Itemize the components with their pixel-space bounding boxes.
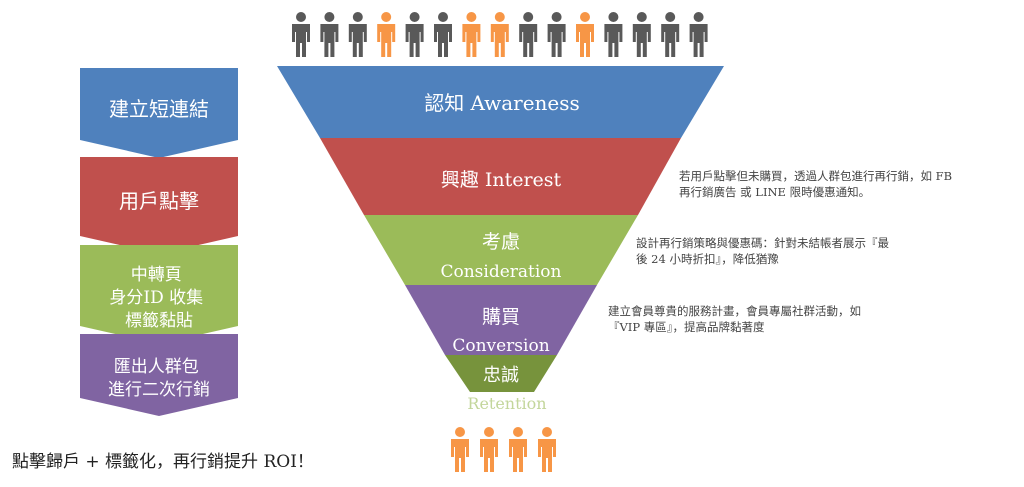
person-icon bbox=[320, 12, 339, 57]
process-step-export-audience: 匯出人群包 進行二次行銷 bbox=[80, 334, 238, 416]
stage-notes: 若用戶點擊但未購買，透過人群包進行再行銷，如 FB 再行銷廣告 或 LINE 限… bbox=[608, 169, 956, 334]
consideration-label-en: Consideration bbox=[440, 262, 561, 282]
person-icon bbox=[377, 12, 396, 57]
person-icon bbox=[451, 427, 469, 472]
conversion-label-zh: 購買 bbox=[482, 306, 520, 328]
marketing-funnel: 認知 Awareness 興趣 Interest 考慮 Consideratio… bbox=[277, 66, 724, 413]
consideration-label-zh: 考慮 bbox=[482, 231, 520, 253]
person-icon bbox=[538, 427, 556, 472]
person-icon bbox=[576, 12, 594, 57]
step-label: 中轉頁 身分ID 收集 標籤黏貼 bbox=[109, 265, 208, 331]
top-people-row bbox=[292, 12, 708, 57]
person-icon bbox=[490, 12, 509, 57]
person-icon bbox=[604, 12, 623, 57]
process-step-short-link: 建立短連結 bbox=[80, 68, 238, 158]
bottom-people-row bbox=[451, 427, 556, 472]
funnel-stage-interest bbox=[320, 138, 681, 215]
process-step-user-click: 用戶點擊 bbox=[80, 157, 238, 254]
funnel-stage-conversion bbox=[405, 285, 597, 355]
interest-label: 興趣 Interest bbox=[441, 169, 562, 191]
awareness-label: 認知 Awareness bbox=[424, 91, 580, 115]
chevron-down-icon bbox=[80, 245, 238, 344]
tagline: 點擊歸戶 + 標籤化，再行銷提升 ROI！ bbox=[12, 452, 314, 472]
note-interest: 若用戶點擊但未購買，透過人群包進行再行銷，如 FB 再行銷廣告 或 LINE 限… bbox=[679, 169, 956, 199]
person-icon bbox=[547, 12, 566, 57]
loyalty-label-zh: 忠誠 bbox=[483, 365, 519, 386]
funnel-stage-consideration bbox=[364, 215, 638, 285]
step-label: 用戶點擊 bbox=[119, 189, 199, 213]
conversion-label-en: Conversion bbox=[452, 336, 549, 356]
person-icon bbox=[689, 12, 708, 57]
note-consideration: 設計再行銷策略與優惠碼：針對未結帳者展示『最 後 24 小時折扣』，降低猶豫 bbox=[636, 236, 893, 266]
person-icon bbox=[509, 427, 527, 472]
loyalty-label-en: Retention bbox=[467, 394, 546, 413]
funnel-stage-awareness bbox=[277, 66, 724, 138]
process-steps: 建立短連結 用戶點擊 中轉頁 身分ID 收集 標籤黏貼 匯出人群包 進行二次行銷 bbox=[80, 68, 238, 416]
person-icon bbox=[632, 12, 651, 57]
chevron-down-icon bbox=[80, 157, 238, 254]
person-icon bbox=[462, 12, 481, 57]
note-conversion: 建立會員尊貴的服務計畫，會員專屬社群活動，如 『VIP 專區』，提高品牌黏著度 bbox=[608, 304, 865, 334]
person-icon bbox=[434, 12, 452, 57]
chevron-down-icon bbox=[80, 68, 238, 158]
person-icon bbox=[292, 12, 310, 57]
chevron-down-icon bbox=[80, 334, 238, 416]
process-step-landing-page: 中轉頁 身分ID 收集 標籤黏貼 bbox=[80, 245, 238, 344]
person-icon bbox=[405, 12, 424, 57]
step-label: 匯出人群包 進行二次行銷 bbox=[108, 357, 210, 400]
step-label: 建立短連結 bbox=[109, 97, 209, 121]
person-icon bbox=[348, 12, 367, 57]
person-icon bbox=[519, 12, 538, 57]
person-icon bbox=[661, 12, 680, 57]
person-icon bbox=[480, 427, 498, 472]
funnel-stage-loyalty bbox=[445, 355, 557, 392]
